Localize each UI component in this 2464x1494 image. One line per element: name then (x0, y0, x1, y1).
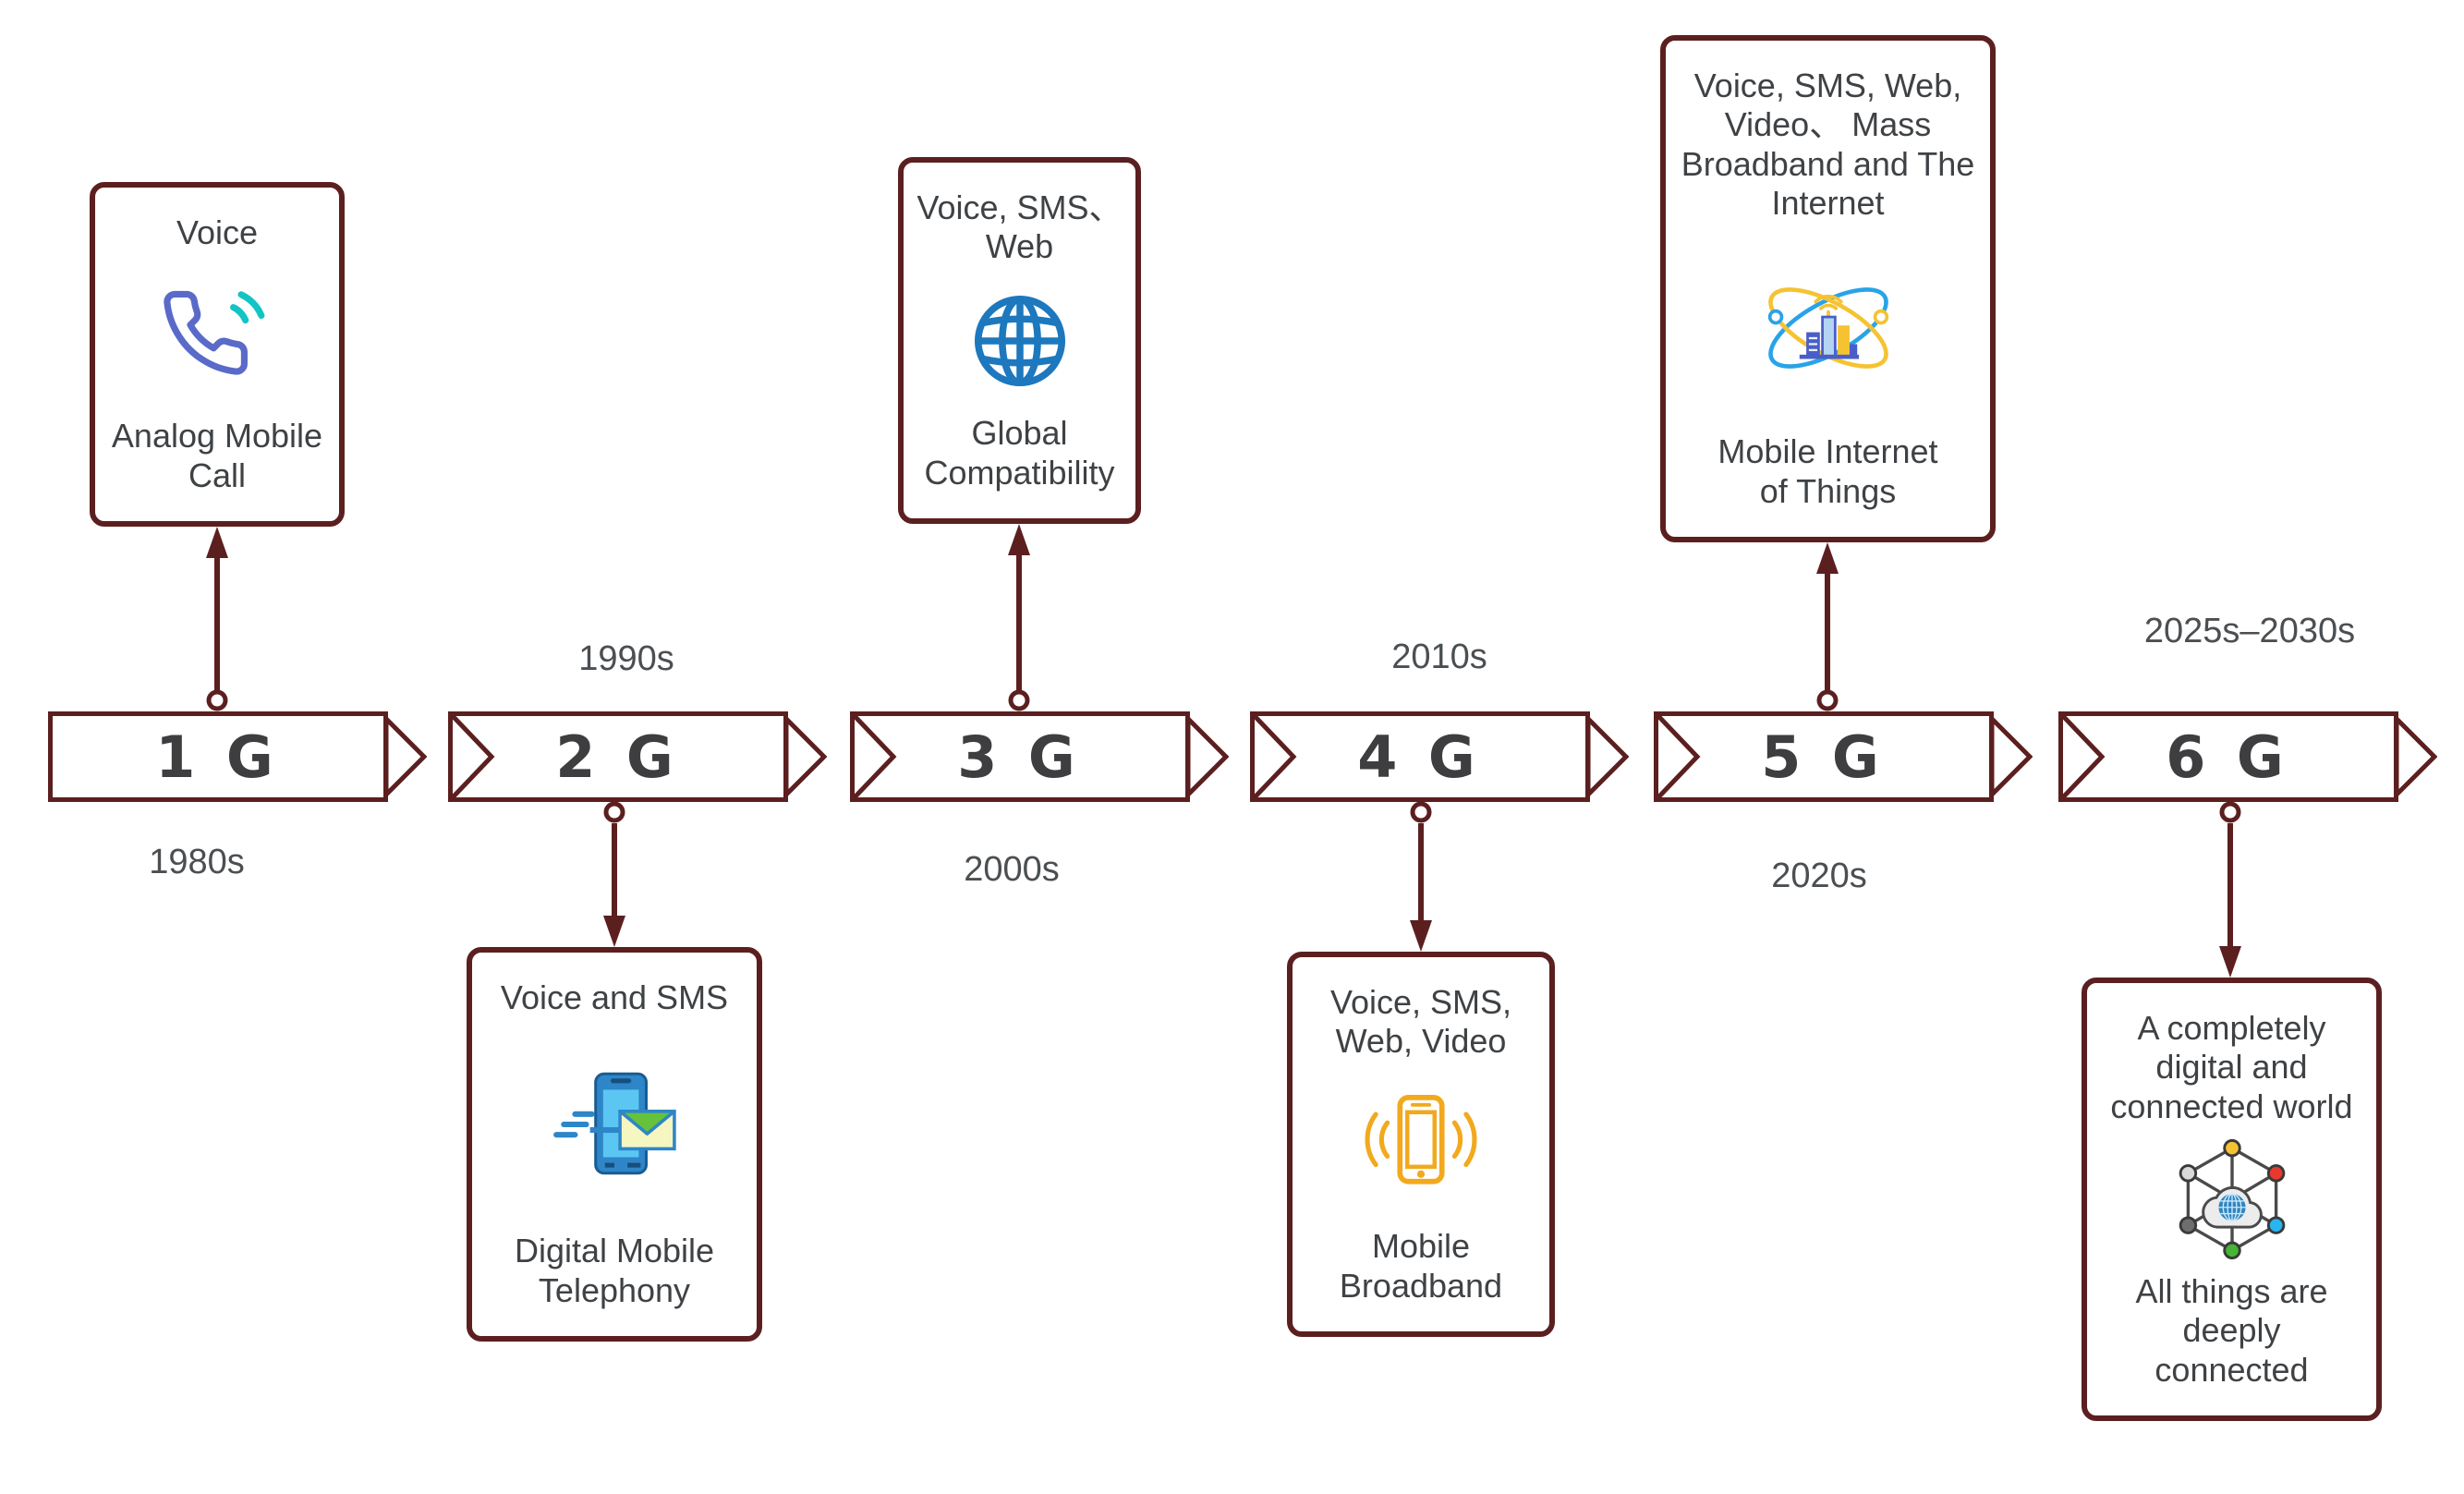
card-description-text: Mobile Broadband (1339, 1227, 1503, 1305)
connector-arrow-up (206, 527, 228, 711)
feature-card: Voice and SMS Digital Mobile Telephony (467, 947, 762, 1342)
era-label: 1980s (149, 843, 245, 881)
banner-4g: 4 G (1250, 711, 1629, 802)
card-feature-text: Voice and SMS (500, 978, 729, 1016)
banner-2g: 2 G (448, 711, 827, 802)
card-description-text: Global Compatibility (924, 414, 1115, 492)
connector-arrow-up (1816, 542, 1839, 711)
era-label: 2020s (1771, 856, 1867, 895)
card-feature-text: A completely digital and connected world (2110, 1009, 2353, 1125)
banner-3g: 3 G (850, 711, 1229, 802)
feature-card: A completely digital and connected world (2082, 978, 2382, 1421)
globe-icon (966, 287, 1074, 395)
mobile-broadband-icon (1352, 1092, 1490, 1197)
era-label: 1990s (578, 639, 674, 678)
banner-label: 2 G (555, 723, 679, 791)
card-description-text: Digital Mobile Telephony (514, 1232, 715, 1309)
banner-label: 5 G (1761, 723, 1885, 791)
card-feature-text: Voice, SMS、 Web (916, 188, 1123, 266)
feature-card: Voice, SMS、 Web Global Compatibility (898, 157, 1141, 524)
feature-card: Voice, SMS, Web, Video、 Mass Broadband a… (1660, 35, 1996, 542)
phone-call-icon (163, 286, 272, 383)
connected-network-icon (2169, 1136, 2295, 1262)
banner-6g: 6 G (2058, 711, 2437, 802)
era-label: 2010s (1391, 638, 1487, 676)
connector-arrow-up (1008, 524, 1030, 711)
card-description-text: Analog Mobile Call (111, 417, 323, 494)
connector-arrow-down (2219, 801, 2241, 978)
card-feature-text: Voice, SMS, Web, Video、 Mass Broadband a… (1681, 67, 1975, 223)
banner-1g: 1 G (48, 711, 427, 802)
card-description-text: All things are deeply connected (2135, 1271, 2328, 1389)
feature-card: Voice, SMS, Web, Video Mobile Broadban (1287, 952, 1555, 1337)
iot-orbit-icon (1755, 264, 1901, 392)
banner-label: 3 G (957, 723, 1081, 791)
card-description-text: Mobile Internet of Things (1718, 432, 1938, 510)
sms-phone-icon (549, 1070, 680, 1179)
card-feature-text: Voice, SMS, Web, Video (1329, 983, 1512, 1061)
banner-5g: 5 G (1654, 711, 2033, 802)
banner-label: 1 G (155, 723, 279, 791)
banner-label: 4 G (1357, 723, 1481, 791)
banner-label: 6 G (2166, 723, 2289, 791)
connector-arrow-down (603, 801, 625, 947)
connector-arrow-down (1410, 801, 1432, 952)
card-feature-text: Voice (176, 213, 259, 251)
era-label: 2000s (964, 850, 1060, 889)
era-label: 2025s–2030s (2143, 612, 2356, 650)
feature-card: Voice Analog Mobile Call (90, 182, 345, 527)
